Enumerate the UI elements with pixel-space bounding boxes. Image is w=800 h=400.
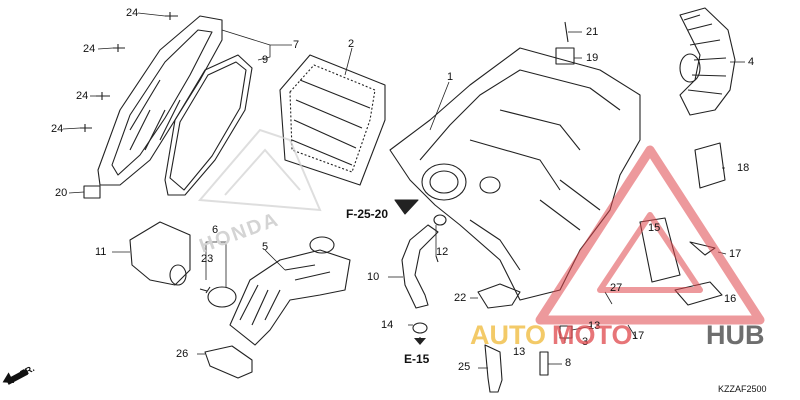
callout-4: 4	[748, 56, 755, 68]
callout-22: 22	[454, 292, 467, 304]
callout-2: 2	[348, 38, 355, 50]
callout-24: 24	[126, 7, 139, 19]
callout-13: 13	[588, 320, 601, 332]
callout-6: 6	[212, 224, 219, 236]
callout-1: 1	[447, 71, 454, 83]
honda-emblem-text: HONDA	[196, 208, 283, 258]
screw-24-c	[96, 92, 110, 100]
reference-f-25-20: F-25-20	[346, 207, 389, 221]
callout-5: 5	[262, 241, 269, 253]
callout-24: 24	[76, 90, 89, 102]
callout-24: 24	[51, 123, 64, 135]
drain-tube	[484, 344, 503, 393]
case-clip	[555, 47, 575, 65]
callout-10: 10	[367, 271, 380, 283]
watermark-moto: MOTO	[552, 320, 633, 350]
diagram-code: KZZAF2500	[718, 384, 767, 394]
callout-11: 11	[95, 246, 107, 258]
screw-24-a	[165, 12, 178, 20]
foam-15	[639, 217, 681, 283]
callout-20: 20	[55, 187, 68, 199]
intake-joint	[129, 221, 191, 286]
reference-e-15: E-15	[404, 352, 430, 366]
callout-12: 12	[436, 246, 449, 258]
callout-3: 3	[582, 336, 589, 348]
air-cleaner-element	[279, 54, 386, 186]
drain-plug	[477, 283, 521, 309]
clip-8	[539, 351, 549, 376]
honda-wing-emblem	[197, 128, 322, 212]
duct-bracket	[694, 142, 726, 189]
watermark-triangle	[535, 145, 765, 325]
watermark-auto: AUTO	[470, 320, 547, 350]
callout-19: 19	[586, 52, 599, 64]
callout-26: 26	[176, 348, 189, 360]
callout-17: 17	[729, 248, 742, 260]
front-arrowhead-icon	[0, 372, 15, 388]
tube-clamp	[207, 286, 237, 308]
callout-18: 18	[737, 162, 750, 174]
callout-27: 27	[610, 282, 623, 294]
case-bolt	[564, 21, 569, 43]
callout-13: 13	[513, 346, 526, 358]
callout-25: 25	[458, 361, 471, 373]
cover-gasket	[164, 54, 253, 196]
watermark-hub: HUB	[706, 320, 765, 350]
callout-24: 24	[83, 43, 96, 55]
intake-tube	[679, 7, 736, 116]
air-cleaner-cover	[97, 15, 223, 186]
callout-7: 7	[293, 39, 300, 51]
callout-9: 9	[262, 54, 269, 66]
callout-17: 17	[632, 330, 645, 342]
callout-21: 21	[586, 26, 599, 38]
breather-hose	[401, 224, 439, 309]
callout-15: 15	[648, 222, 661, 234]
foam-17	[689, 241, 716, 256]
callout-14: 14	[381, 319, 394, 331]
callout-16: 16	[724, 293, 737, 305]
screw-24-d	[80, 124, 92, 132]
callout-8: 8	[565, 357, 572, 369]
connecting-tube	[229, 236, 351, 346]
band-clamp	[204, 345, 253, 379]
watermark: AUTO MOTO HUB	[470, 320, 790, 352]
clip-3	[559, 325, 573, 339]
callout-23: 23	[201, 253, 214, 265]
screw-24-b	[113, 44, 125, 52]
